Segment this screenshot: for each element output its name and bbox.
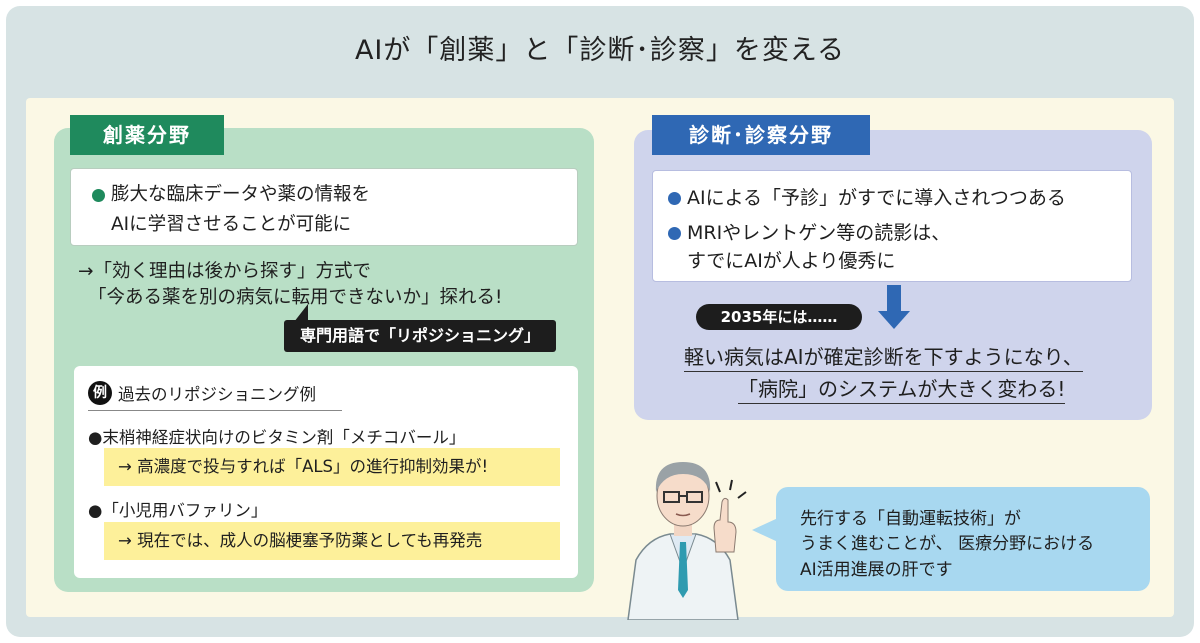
diagnosis-bullet-2-cont: すでにAIが人より優秀に <box>687 250 896 272</box>
term-callout: 専門用語で「リポジショニング」 <box>284 320 556 352</box>
example-mark: 例 <box>88 381 112 405</box>
speech-bubble-tail <box>752 518 778 542</box>
diagnosis-bullet-2: MRIやレントゲン等の読影は、 <box>668 218 950 245</box>
example-title: 過去のリポジショニング例 <box>118 385 316 404</box>
diagnosis-info-box <box>652 170 1132 282</box>
arrow-down-head <box>878 311 910 329</box>
bullet-dot-icon <box>92 188 105 202</box>
conclusion-line-1: 軽い病気はAIが確定診断を下すようになり、 <box>684 341 1083 372</box>
doctor-illustration <box>627 462 747 620</box>
speech-bubble <box>776 487 1150 591</box>
year-pill: 2035年には…… <box>696 304 862 330</box>
page-title: AIが「創薬」と「診断･診察」を変える <box>354 35 846 66</box>
callout-tail <box>294 304 308 322</box>
conclusion-line-2: 「病院」のシステムが大きく変わる! <box>738 373 1066 404</box>
bubble-line-2: うまく進むことが、 医療分野における <box>800 534 1095 554</box>
example-item-2-label: ●「小児用バファリン」 <box>88 501 268 520</box>
bullet-dot-icon <box>668 227 681 240</box>
drug-info-line-1: 膨大な臨床データや薬の情報を <box>92 180 370 206</box>
example-item-1-result: → 高濃度で投与すれば「ALS」の進行抑制効果が! <box>104 448 560 486</box>
example-title-underline <box>88 410 342 411</box>
example-item-1-label: ●末梢神経症状向けのビタミン剤「メチコバール」 <box>88 428 466 447</box>
drug-info-line-2: AIに学習させることが可能に <box>111 214 352 235</box>
drug-discovery-tag: 創薬分野 <box>70 115 224 155</box>
sparkle-icon <box>715 481 721 493</box>
bullet-dot-icon <box>668 192 681 205</box>
drug-discovery-info-box <box>70 168 578 246</box>
diagnosis-bullet-1: AIによる「予診」がすでに導入されつつある <box>668 183 1066 210</box>
bubble-line-3: AI活用進展の肝です <box>800 560 953 580</box>
bubble-line-1: 先行する「自動運転技術」が <box>800 509 1021 529</box>
example-item-2-result: → 現在では、成人の脳梗塞予防薬としても再発売 <box>104 522 560 560</box>
repositioning-line-1: →「効く理由は後から探す」方式で <box>78 261 372 282</box>
diagnosis-tag: 診断･診察分野 <box>652 115 870 155</box>
arrow-down-icon <box>887 285 901 313</box>
repositioning-line-2: 「今ある薬を別の病気に転用できないか」探れる! <box>88 287 503 308</box>
